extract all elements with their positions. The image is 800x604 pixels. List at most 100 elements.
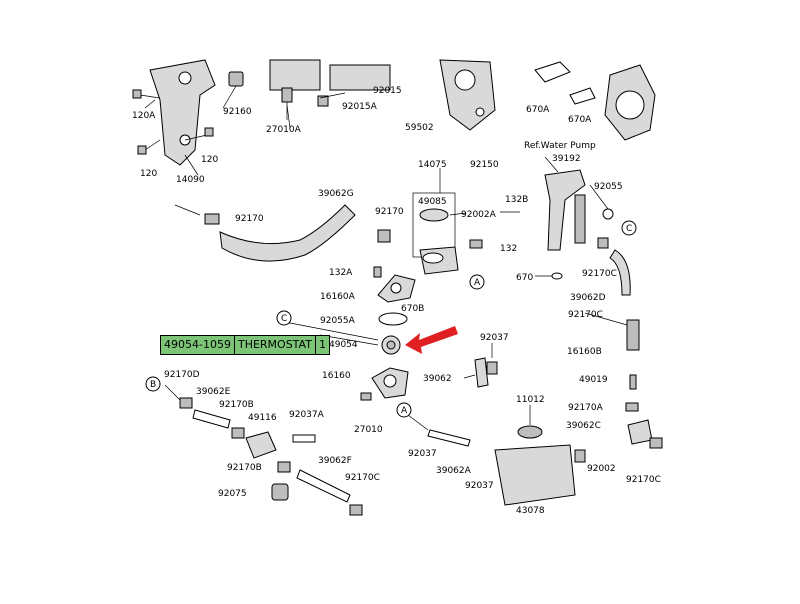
- hose-39062c: [627, 419, 653, 445]
- clamp-92170: [204, 213, 220, 225]
- hose-39062f: [296, 469, 351, 503]
- hose-39062g: [174, 204, 391, 262]
- hose-39062e: [192, 409, 231, 429]
- callout-92037-mid: 92037: [408, 449, 437, 459]
- highlight-arrow: [405, 326, 458, 354]
- callout-92055a: 92055A: [320, 316, 356, 326]
- part-description: THERMOSTAT: [235, 336, 316, 354]
- callout-14090: 14090: [176, 175, 205, 185]
- callout-16160: 16160: [322, 371, 351, 381]
- callout-92170b-2: 92170B: [227, 463, 262, 473]
- callout-14075: 14075: [418, 160, 447, 170]
- ref-c-right: [621, 220, 637, 236]
- callout-49054: 49054: [329, 340, 358, 350]
- ref-c-right-label: C: [626, 224, 632, 234]
- callout-16160a: 16160A: [320, 292, 356, 302]
- callout-59502: 59502: [405, 123, 434, 133]
- callout-92075: 92075: [218, 489, 247, 499]
- thermostat-highlight-label: 49054-1059 THERMOSTAT 1: [160, 335, 330, 355]
- ref-b-label: B: [150, 380, 156, 390]
- callout-39062d: 39062D: [570, 293, 606, 303]
- cap-49085: [419, 208, 449, 222]
- callout-92170b-1: 92170B: [219, 400, 254, 410]
- callout-92160: 92160: [223, 107, 252, 117]
- callout-43078: 43078: [516, 506, 545, 516]
- callout-670b: 670B: [401, 304, 424, 314]
- callout-670a-2: 670A: [568, 115, 592, 125]
- callout-670a-1: 670A: [526, 105, 550, 115]
- part-number: 49054-1059: [161, 336, 235, 354]
- clamp-92170-mid: [377, 229, 391, 243]
- bolt-49019: [629, 374, 637, 390]
- bolt-120a: [132, 89, 161, 99]
- hose-39062a: [427, 429, 471, 447]
- clamp-92170c-low: [649, 437, 663, 449]
- ref-a-top: [469, 274, 485, 290]
- callout-120-left: 120: [140, 169, 157, 179]
- hose-39062: [474, 357, 498, 388]
- strap-92037a: [292, 434, 316, 443]
- oring-670: [551, 272, 563, 280]
- hose-39062d: [609, 249, 631, 296]
- bolt-132: [469, 239, 483, 249]
- callout-132b: 132B: [505, 195, 528, 205]
- ref-c-mid-label: C: [281, 314, 287, 324]
- callout-92170-mid: 92170: [375, 207, 404, 217]
- ref-b: [145, 376, 161, 392]
- clamp-92170d: [179, 397, 193, 409]
- ref-c-mid: [276, 310, 292, 326]
- bolt-92002: [574, 449, 586, 463]
- plate-59502: [439, 59, 496, 131]
- callout-132: 132: [500, 244, 517, 254]
- sensor-27010: [360, 392, 372, 401]
- grommet-92075: [271, 483, 289, 501]
- callout-132a: 132A: [329, 268, 353, 278]
- callout-92170-top: 92170: [235, 214, 264, 224]
- ref-a-top-label: A: [474, 278, 481, 288]
- clip-92015: [317, 64, 391, 107]
- callout-39062a: 39062A: [436, 466, 472, 476]
- sensor-27010a: [269, 59, 321, 120]
- fitting-670a: [534, 61, 596, 105]
- clamp-92170c: [597, 237, 609, 249]
- callout-49116: 49116: [248, 413, 277, 423]
- callout-27010a: 27010A: [266, 125, 302, 135]
- callout-49085: 49085: [418, 197, 447, 207]
- leader-lines: [144, 85, 628, 431]
- callout-92170c-low: 92170C: [626, 475, 661, 485]
- thermostat-49054: [381, 335, 401, 355]
- valve-49116: [245, 431, 277, 459]
- callout-27010: 27010: [354, 425, 383, 435]
- thermostat-cover-group: [412, 192, 483, 275]
- callout-39062e: 39062E: [196, 387, 231, 397]
- callout-92037-top: 92037: [480, 333, 509, 343]
- callout-39062g: 39062G: [318, 189, 354, 199]
- right-column-parts: [625, 319, 663, 449]
- clamp-92170b-2: [277, 461, 291, 473]
- callout-92015: 92015: [373, 86, 402, 96]
- pipe-39192: [544, 169, 631, 296]
- clamp-92170b: [231, 427, 245, 439]
- callout-39062: 39062: [423, 374, 452, 384]
- callout-39062c: 39062C: [566, 421, 601, 431]
- callout-ref-water-pump: Ref.Water Pump: [524, 141, 596, 151]
- ref-a-bottom-label: A: [401, 406, 408, 416]
- callout-92002: 92002: [587, 464, 616, 474]
- clamp-92170a: [625, 402, 639, 412]
- filler-16160b: [626, 319, 640, 351]
- callout-92015a: 92015A: [342, 102, 378, 112]
- housing-16160a: [373, 266, 416, 326]
- callout-92170c-bot: 92170C: [345, 473, 380, 483]
- callout-92170d: 92170D: [164, 370, 200, 380]
- callout-92150: 92150: [470, 160, 499, 170]
- bolt-120: [137, 127, 214, 155]
- bolt-132a: [373, 266, 382, 278]
- callout-670: 670: [516, 273, 533, 283]
- water-pump-housing: [604, 64, 656, 141]
- callout-92170c-mid: 92170C: [568, 310, 603, 320]
- callout-92002a: 92002A: [461, 210, 497, 220]
- callout-39192: 39192: [552, 154, 581, 164]
- drain-assembly: [179, 397, 363, 516]
